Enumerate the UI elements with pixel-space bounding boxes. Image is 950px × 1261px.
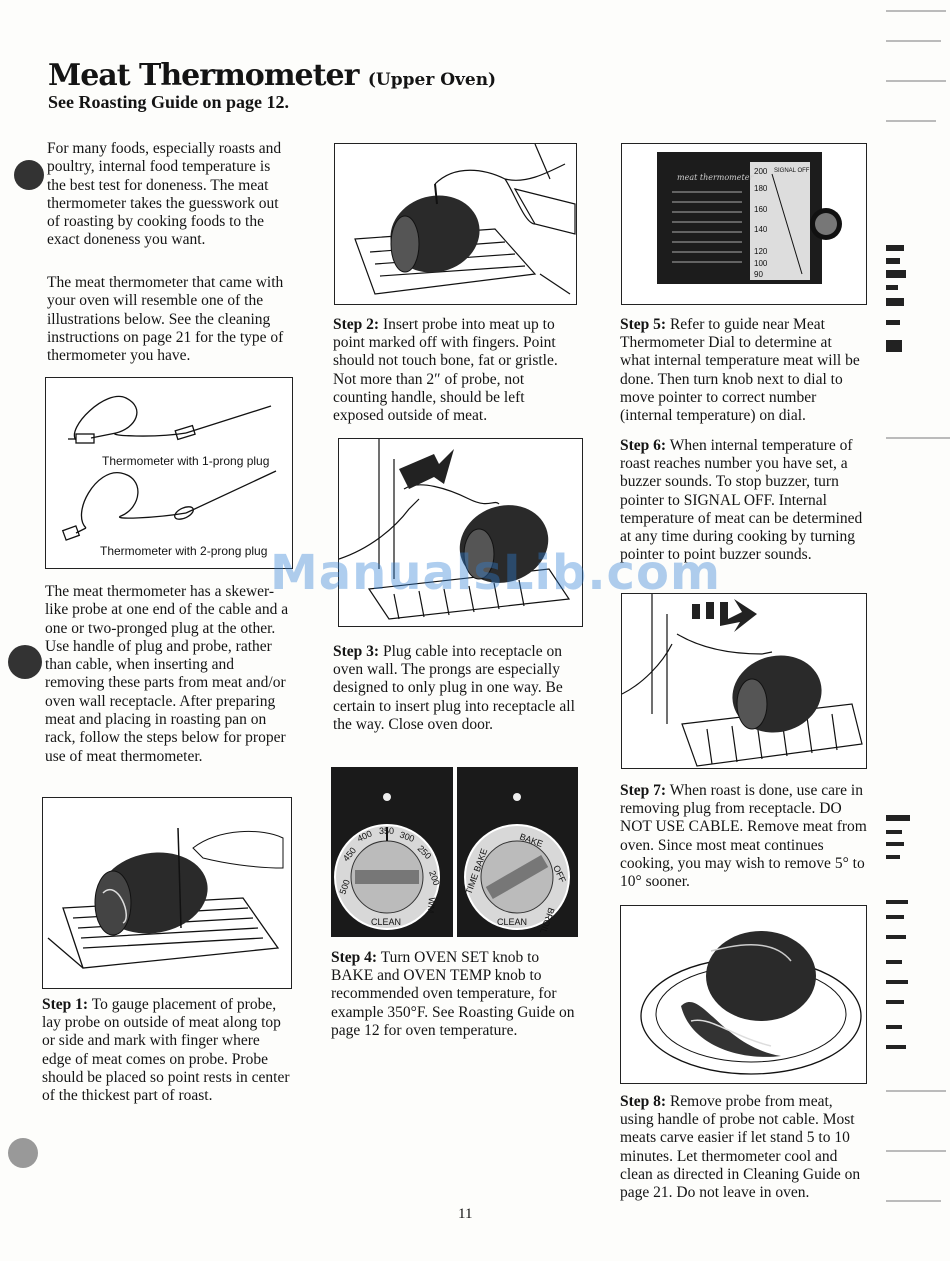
page-subtitle: See Roasting Guide on page 12. — [48, 92, 290, 112]
step-2-figure — [334, 143, 577, 305]
step-3-figure — [338, 438, 583, 627]
step-6-text: Step 6: When internal temperature of roa… — [620, 437, 863, 564]
step-1-figure — [42, 797, 292, 989]
margin-scan-marks — [880, 0, 950, 1256]
binder-hole — [8, 645, 42, 679]
step-3-text: Step 3: Plug cable into receptacle on ov… — [333, 643, 575, 733]
binder-hole — [14, 160, 44, 190]
page-title: Meat Thermometer (Upper Oven) — [48, 58, 497, 93]
step-8-figure — [620, 905, 867, 1084]
intro-paragraph-3: The meat thermometer has a skewer-like p… — [45, 583, 289, 765]
caption-2-prong: Thermometer with 2-prong plug — [100, 544, 268, 558]
dial-scale: 90 — [754, 270, 763, 279]
dial-scale: 100 — [754, 259, 768, 268]
step-1-text: Step 1: To gauge placement of probe, lay… — [42, 996, 290, 1105]
step-4-text: Step 4: Turn OVEN SET knob to BAKE and O… — [331, 949, 575, 1039]
step-7-text: Step 7: When roast is done, use care in … — [620, 782, 867, 891]
caption-1-prong: Thermometer with 1-prong plug — [102, 454, 270, 468]
oven-set-knob-panel: BAKE OFF BROIL CLEAN TIME BAKE — [457, 767, 578, 937]
watermark: ManualsLib.com — [270, 545, 721, 601]
step-8-text: Step 8: Remove probe from meat, using ha… — [620, 1093, 861, 1202]
intro-paragraph-2: The meat thermometer that came with your… — [47, 274, 284, 365]
temp-label: 200 — [427, 869, 442, 887]
dial-scale: 120 — [754, 247, 768, 256]
step-5-text: Step 5: Refer to guide near Meat Thermom… — [620, 316, 860, 425]
dial-scale: 160 — [754, 205, 768, 214]
intro-paragraph-1: For many foods, especially roasts and po… — [47, 140, 282, 249]
dial-signal-label: SIGNAL OFF — [774, 168, 810, 174]
dial-title: meat thermometer — [677, 173, 754, 182]
temp-label: CLEAN — [371, 917, 401, 927]
set-label: CLEAN — [497, 917, 527, 927]
step-2-text: Step 2: Insert probe into meat up to poi… — [333, 316, 558, 425]
page-number: 11 — [458, 1206, 473, 1222]
step-7-figure — [621, 593, 867, 769]
temp-label: 300 — [398, 829, 416, 844]
temp-label: WM — [426, 897, 437, 914]
thermometer-types-figure: Thermometer with 1-prong plug Thermomete… — [45, 377, 293, 569]
temp-label: 350 — [379, 826, 394, 836]
dial-scale: 140 — [754, 225, 768, 234]
dial-scale: 200 — [754, 167, 768, 176]
oven-temp-knob-panel: 500 450 400 350 300 250 200 WM CLEAN — [331, 767, 453, 937]
dial-scale: 180 — [754, 184, 768, 193]
binder-hole — [8, 1138, 38, 1168]
step-5-figure: meat thermometer 200 180 160 140 120 100… — [621, 143, 867, 305]
temp-label: 500 — [337, 878, 352, 896]
